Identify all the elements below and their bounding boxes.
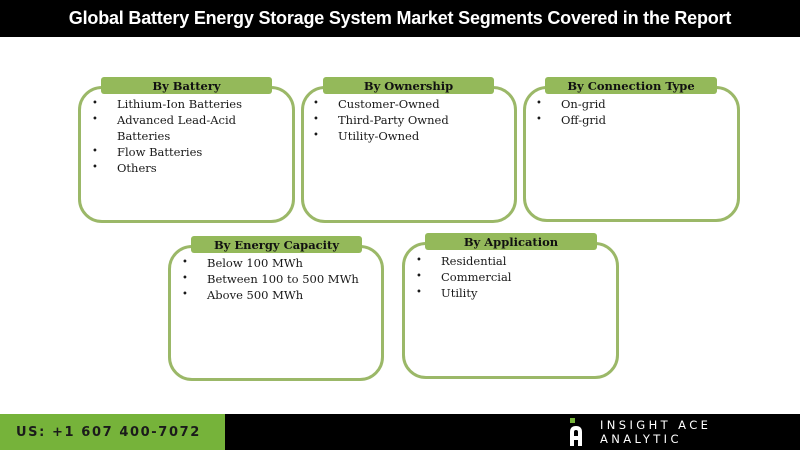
- list-item: Residential: [416, 253, 611, 269]
- segment-list-battery: Lithium-Ion Batteries Advanced Lead-Acid…: [92, 96, 287, 176]
- list-item: Advanced Lead-Acid Batteries: [92, 112, 252, 144]
- contact-phone: US: +1 607 400-7072: [0, 414, 225, 450]
- segment-list-ownership: Customer-Owned Third-Party Owned Utility…: [313, 96, 508, 144]
- insightace-logo-icon: [568, 416, 584, 446]
- segment-list-application: Residential Commercial Utility: [416, 253, 611, 301]
- list-item: Above 500 MWh: [182, 287, 377, 303]
- segment-tab-battery: By Battery: [101, 77, 272, 94]
- list-item: Lithium-Ion Batteries: [92, 96, 287, 112]
- brand-name: INSIGHT ACE ANALYTIC: [600, 418, 712, 446]
- list-item: Between 100 to 500 MWh: [182, 271, 377, 287]
- list-item: Flow Batteries: [92, 144, 287, 160]
- list-item: Commercial: [416, 269, 611, 285]
- list-item: Utility-Owned: [313, 128, 508, 144]
- list-item: Others: [92, 160, 287, 176]
- segment-tab-ownership: By Ownership: [323, 77, 494, 94]
- segment-tab-connection-type: By Connection Type: [545, 77, 717, 94]
- list-item: Below 100 MWh: [182, 255, 377, 271]
- page-title: Global Battery Energy Storage System Mar…: [0, 0, 800, 37]
- list-item: Utility: [416, 285, 611, 301]
- list-item: Third-Party Owned: [313, 112, 508, 128]
- list-item: Customer-Owned: [313, 96, 508, 112]
- list-item: Off-grid: [536, 112, 731, 128]
- segment-list-connection-type: On-grid Off-grid: [536, 96, 731, 128]
- segment-list-energy-capacity: Below 100 MWh Between 100 to 500 MWh Abo…: [182, 255, 377, 303]
- list-item: On-grid: [536, 96, 731, 112]
- segment-tab-energy-capacity: By Energy Capacity: [191, 236, 362, 253]
- brand-bar: INSIGHT ACE ANALYTIC: [225, 414, 800, 450]
- segment-tab-application: By Application: [425, 233, 597, 250]
